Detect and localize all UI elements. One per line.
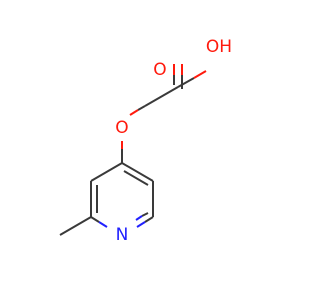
ring-nitrogen-label: N xyxy=(116,225,129,245)
bond-c2-methyl xyxy=(59,216,92,236)
ether-oxygen-label: O xyxy=(115,118,128,138)
bond-ring-c6-n-inner-dark xyxy=(141,212,149,217)
bond-ring-c6-n-dark xyxy=(144,216,154,223)
bond-ring-n-c2-blue xyxy=(98,221,108,228)
molecule-diagram: O OH O N xyxy=(59,37,232,245)
bond-c-oh-dark xyxy=(177,77,195,88)
bond-ring-c4-c5 xyxy=(121,162,154,182)
structure-canvas: O OH O N xyxy=(59,37,232,245)
bond-carboxyl-ch2 xyxy=(144,86,179,107)
bond-ring-c6-n-blue xyxy=(136,221,146,228)
bond-ring-n-c2-dark xyxy=(90,216,100,223)
bond-ring-c6-n-inner-blue xyxy=(135,215,143,221)
bond-ring-c3-c4 xyxy=(90,162,123,182)
bond-ch2-o-red xyxy=(129,109,139,116)
bond-ch2-o-dark xyxy=(137,105,146,111)
hydroxyl-label: OH xyxy=(206,37,232,57)
bond-c-oh-red xyxy=(193,70,207,79)
bond-ring-c4-c5-inner xyxy=(123,170,149,186)
carbonyl-oxygen-label: O xyxy=(153,60,166,80)
